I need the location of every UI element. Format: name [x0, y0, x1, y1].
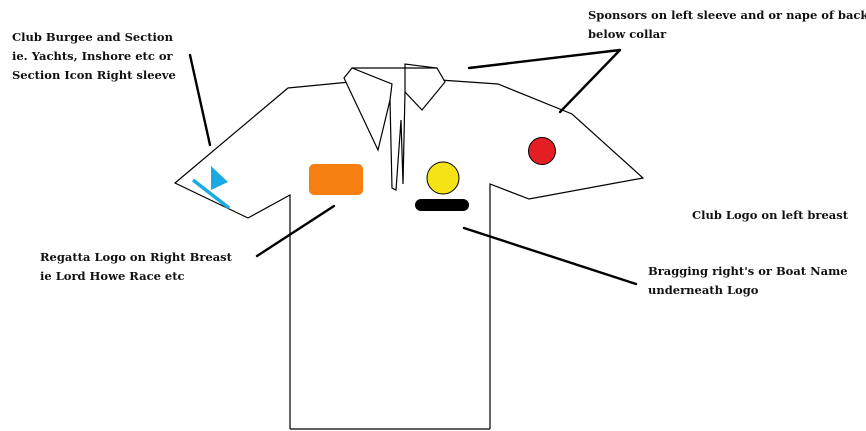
burgee-note-line: Club Burgee and Section — [12, 28, 176, 47]
burgee-note: Club Burgee and Section ie. Yachts, Insh… — [12, 28, 176, 85]
regatta-note-line: Regatta Logo on Right Breast — [40, 248, 232, 267]
sponsors-note-line: below collar — [588, 25, 866, 44]
bragging-note: Bragging right's or Boat Name underneath… — [648, 262, 848, 300]
club-logo-note: Club Logo on left breast — [692, 206, 848, 225]
sponsor-logo — [529, 138, 556, 165]
placket — [390, 92, 405, 190]
sponsors-note-line: Sponsors on left sleeve and or nape of b… — [588, 6, 866, 25]
burgee-note-line: ie. Yachts, Inshore etc or — [12, 47, 176, 66]
regatta-logo — [309, 164, 363, 195]
collar-right-flap — [405, 64, 445, 110]
sponsor-sleeve-pointer — [560, 50, 620, 112]
shirt-left-sleeve-outline — [440, 80, 643, 429]
regatta-note-line: ie Lord Howe Race etc — [40, 267, 232, 286]
sponsor-collar-pointer — [469, 50, 620, 68]
collar-left-flap — [344, 68, 392, 150]
club-logo — [427, 162, 459, 194]
boat-name-bar — [415, 199, 469, 211]
bragging-note-line: Bragging right's or Boat Name — [648, 262, 848, 281]
bragging-note-line: underneath Logo — [648, 281, 848, 300]
club-logo-note-line: Club Logo on left breast — [692, 206, 848, 225]
burgee-pointer — [190, 55, 210, 145]
burgee-note-line: Section Icon Right sleeve — [12, 66, 176, 85]
regatta-note: Regatta Logo on Right Breast ie Lord How… — [40, 248, 232, 286]
pennant-flag-icon — [193, 166, 229, 208]
sponsors-note: Sponsors on left sleeve and or nape of b… — [588, 6, 866, 44]
regatta-pointer — [257, 206, 334, 256]
shirt-outline — [175, 80, 643, 429]
